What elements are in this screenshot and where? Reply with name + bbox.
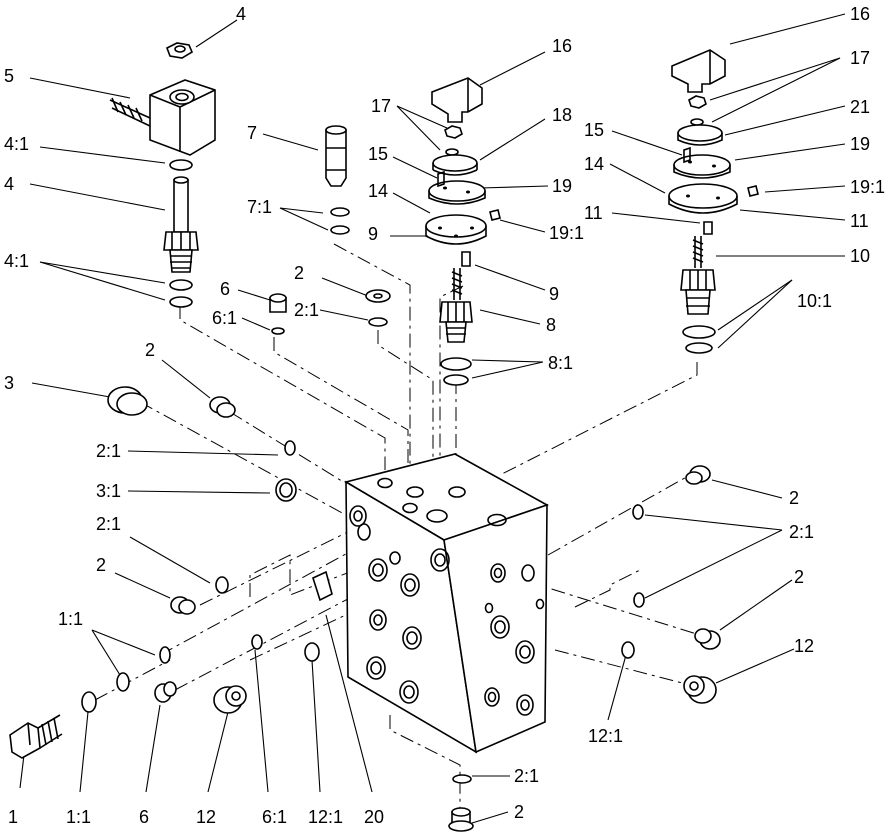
left-side-parts [9,386,333,759]
callout-label: 15 [584,120,604,140]
callout-label: 4:1 [4,251,29,271]
callout-label: 2:1 [514,766,539,786]
callout-label: 7:1 [247,197,272,217]
callout-label: 2 [789,488,799,508]
callout-label: 6 [220,279,230,299]
callout-label: 12:1 [308,807,343,827]
callout-label: 19:1 [850,177,885,197]
callout-label: 12 [794,636,814,656]
callout-label: 18 [552,105,572,125]
callout-label: 17 [850,48,870,68]
upper-plugs [269,289,391,335]
callout-label: 2 [294,263,304,283]
callout-label: 2:1 [789,522,814,542]
cartridge-7 [325,125,350,235]
callout-label: 4 [4,174,14,194]
callout-label: 12:1 [588,726,623,746]
bottom-parts [448,774,474,832]
right-relief-valve [668,49,759,354]
callout-label: 16 [850,4,870,24]
callout-label: 6:1 [212,308,237,328]
callout-label: 11 [850,211,869,231]
callout-label: 3 [4,373,14,393]
callout-label: 10 [850,246,870,266]
callout-label: 5 [4,66,14,86]
valve-block [343,453,549,754]
callout-label: 9 [549,284,559,304]
center-relief-valve [425,77,501,386]
callout-label: 19 [850,134,870,154]
callout-label: 1:1 [66,807,91,827]
callout-label: 19:1 [549,223,584,243]
callout-label: 15 [368,144,388,164]
callout-label: 17 [371,96,391,116]
callout-label: 8 [546,315,556,335]
callout-label: 4 [236,4,246,24]
callout-label: 2:1 [96,441,121,461]
right-side-parts [621,465,721,704]
callout-label: 10:1 [797,291,832,311]
callout-label: 16 [552,36,572,56]
callout-label: 2:1 [294,300,319,320]
callout-label: 20 [364,807,384,827]
callout-label: 11 [584,203,603,223]
callout-label: 14 [584,154,604,174]
callout-label: 1:1 [58,609,83,629]
solenoid-valve [109,42,216,308]
callout-label: 6 [139,807,149,827]
callout-label: 9 [368,224,378,244]
callout-label: 2 [145,340,155,360]
callout-label: 2 [96,555,106,575]
callout-label: 14 [368,181,388,201]
callout-label: 12 [196,807,216,827]
callout-label: 7 [247,123,257,143]
callout-label: 19 [552,176,572,196]
callout-label: 21 [850,97,870,117]
callout-label: 2 [514,802,524,822]
callout-label: 3:1 [96,481,121,501]
callout-label: 6:1 [262,807,287,827]
callout-label: 2:1 [96,514,121,534]
callout-labels: 4 5 4:1 4 4:1 7 7:1 16 17 18 15 19 14 9 … [4,4,885,827]
callout-label: 8:1 [548,353,573,373]
leader-lines [19,13,846,824]
callout-label: 2 [794,567,804,587]
callout-label: 4:1 [4,134,29,154]
callout-label: 1 [8,807,18,827]
